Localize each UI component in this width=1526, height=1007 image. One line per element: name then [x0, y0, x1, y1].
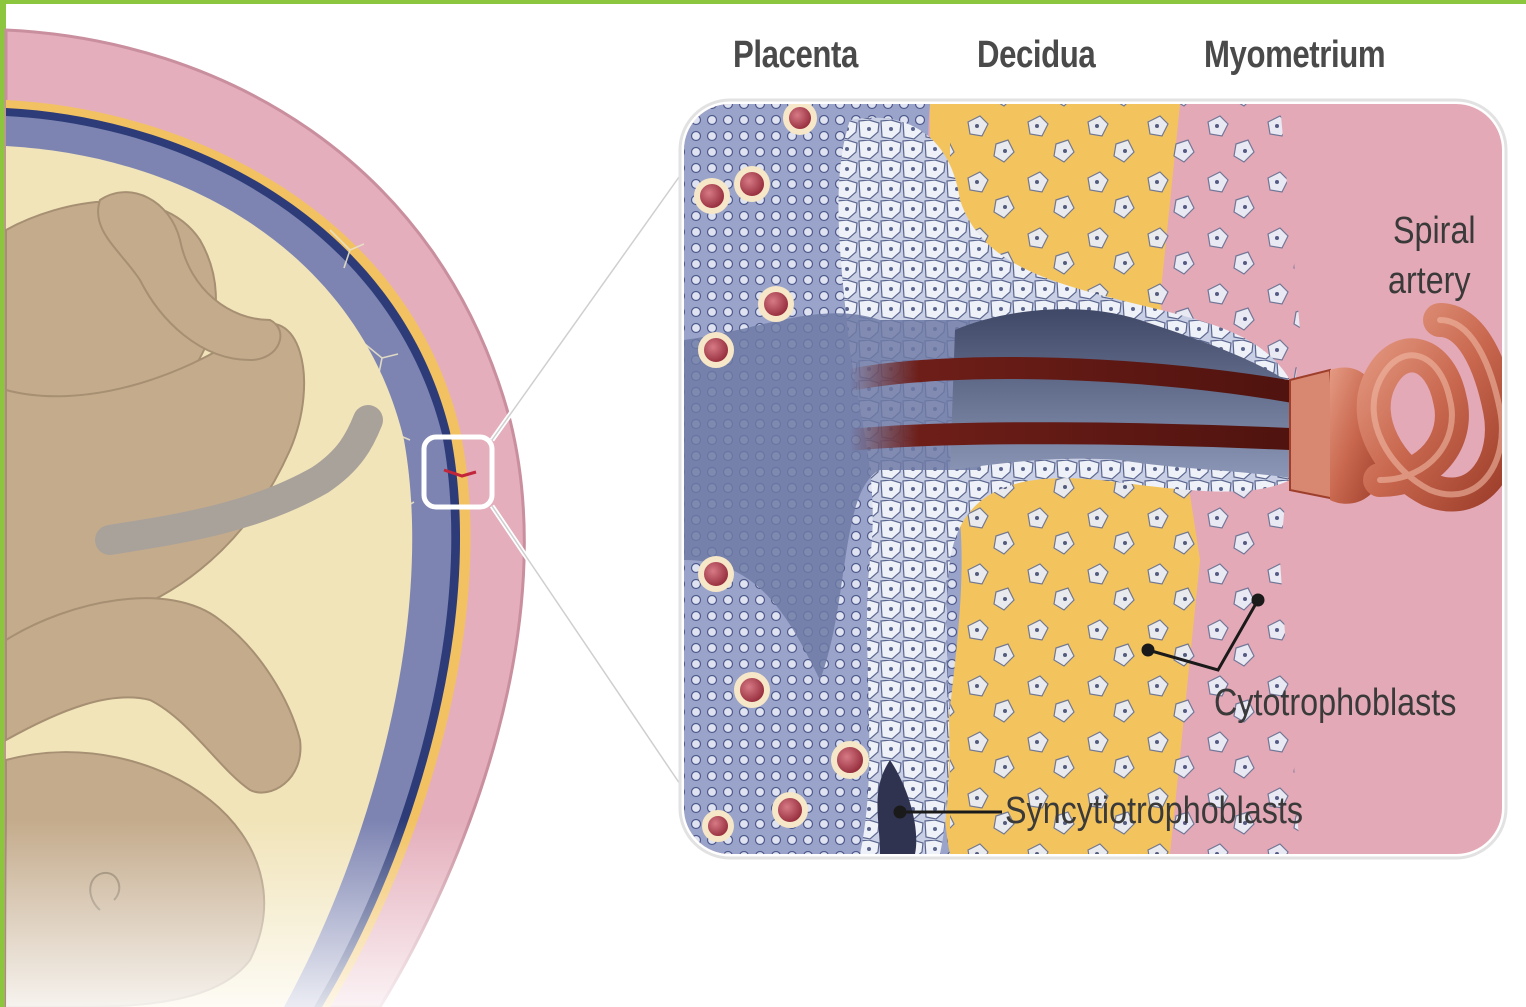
label-placenta: Placenta — [733, 36, 858, 74]
label-spiral-artery-line1: Spiral — [1393, 212, 1476, 250]
label-decidua: Decidua — [977, 36, 1095, 74]
magnified-panel — [684, 104, 1502, 854]
label-spiral-artery-line2: artery — [1388, 262, 1471, 300]
label-cytotrophoblasts: Cytotrophoblasts — [1214, 684, 1456, 722]
label-syncytiotrophoblasts: Syncytiotrophoblasts — [1005, 792, 1303, 830]
label-myometrium: Myometrium — [1204, 36, 1385, 74]
